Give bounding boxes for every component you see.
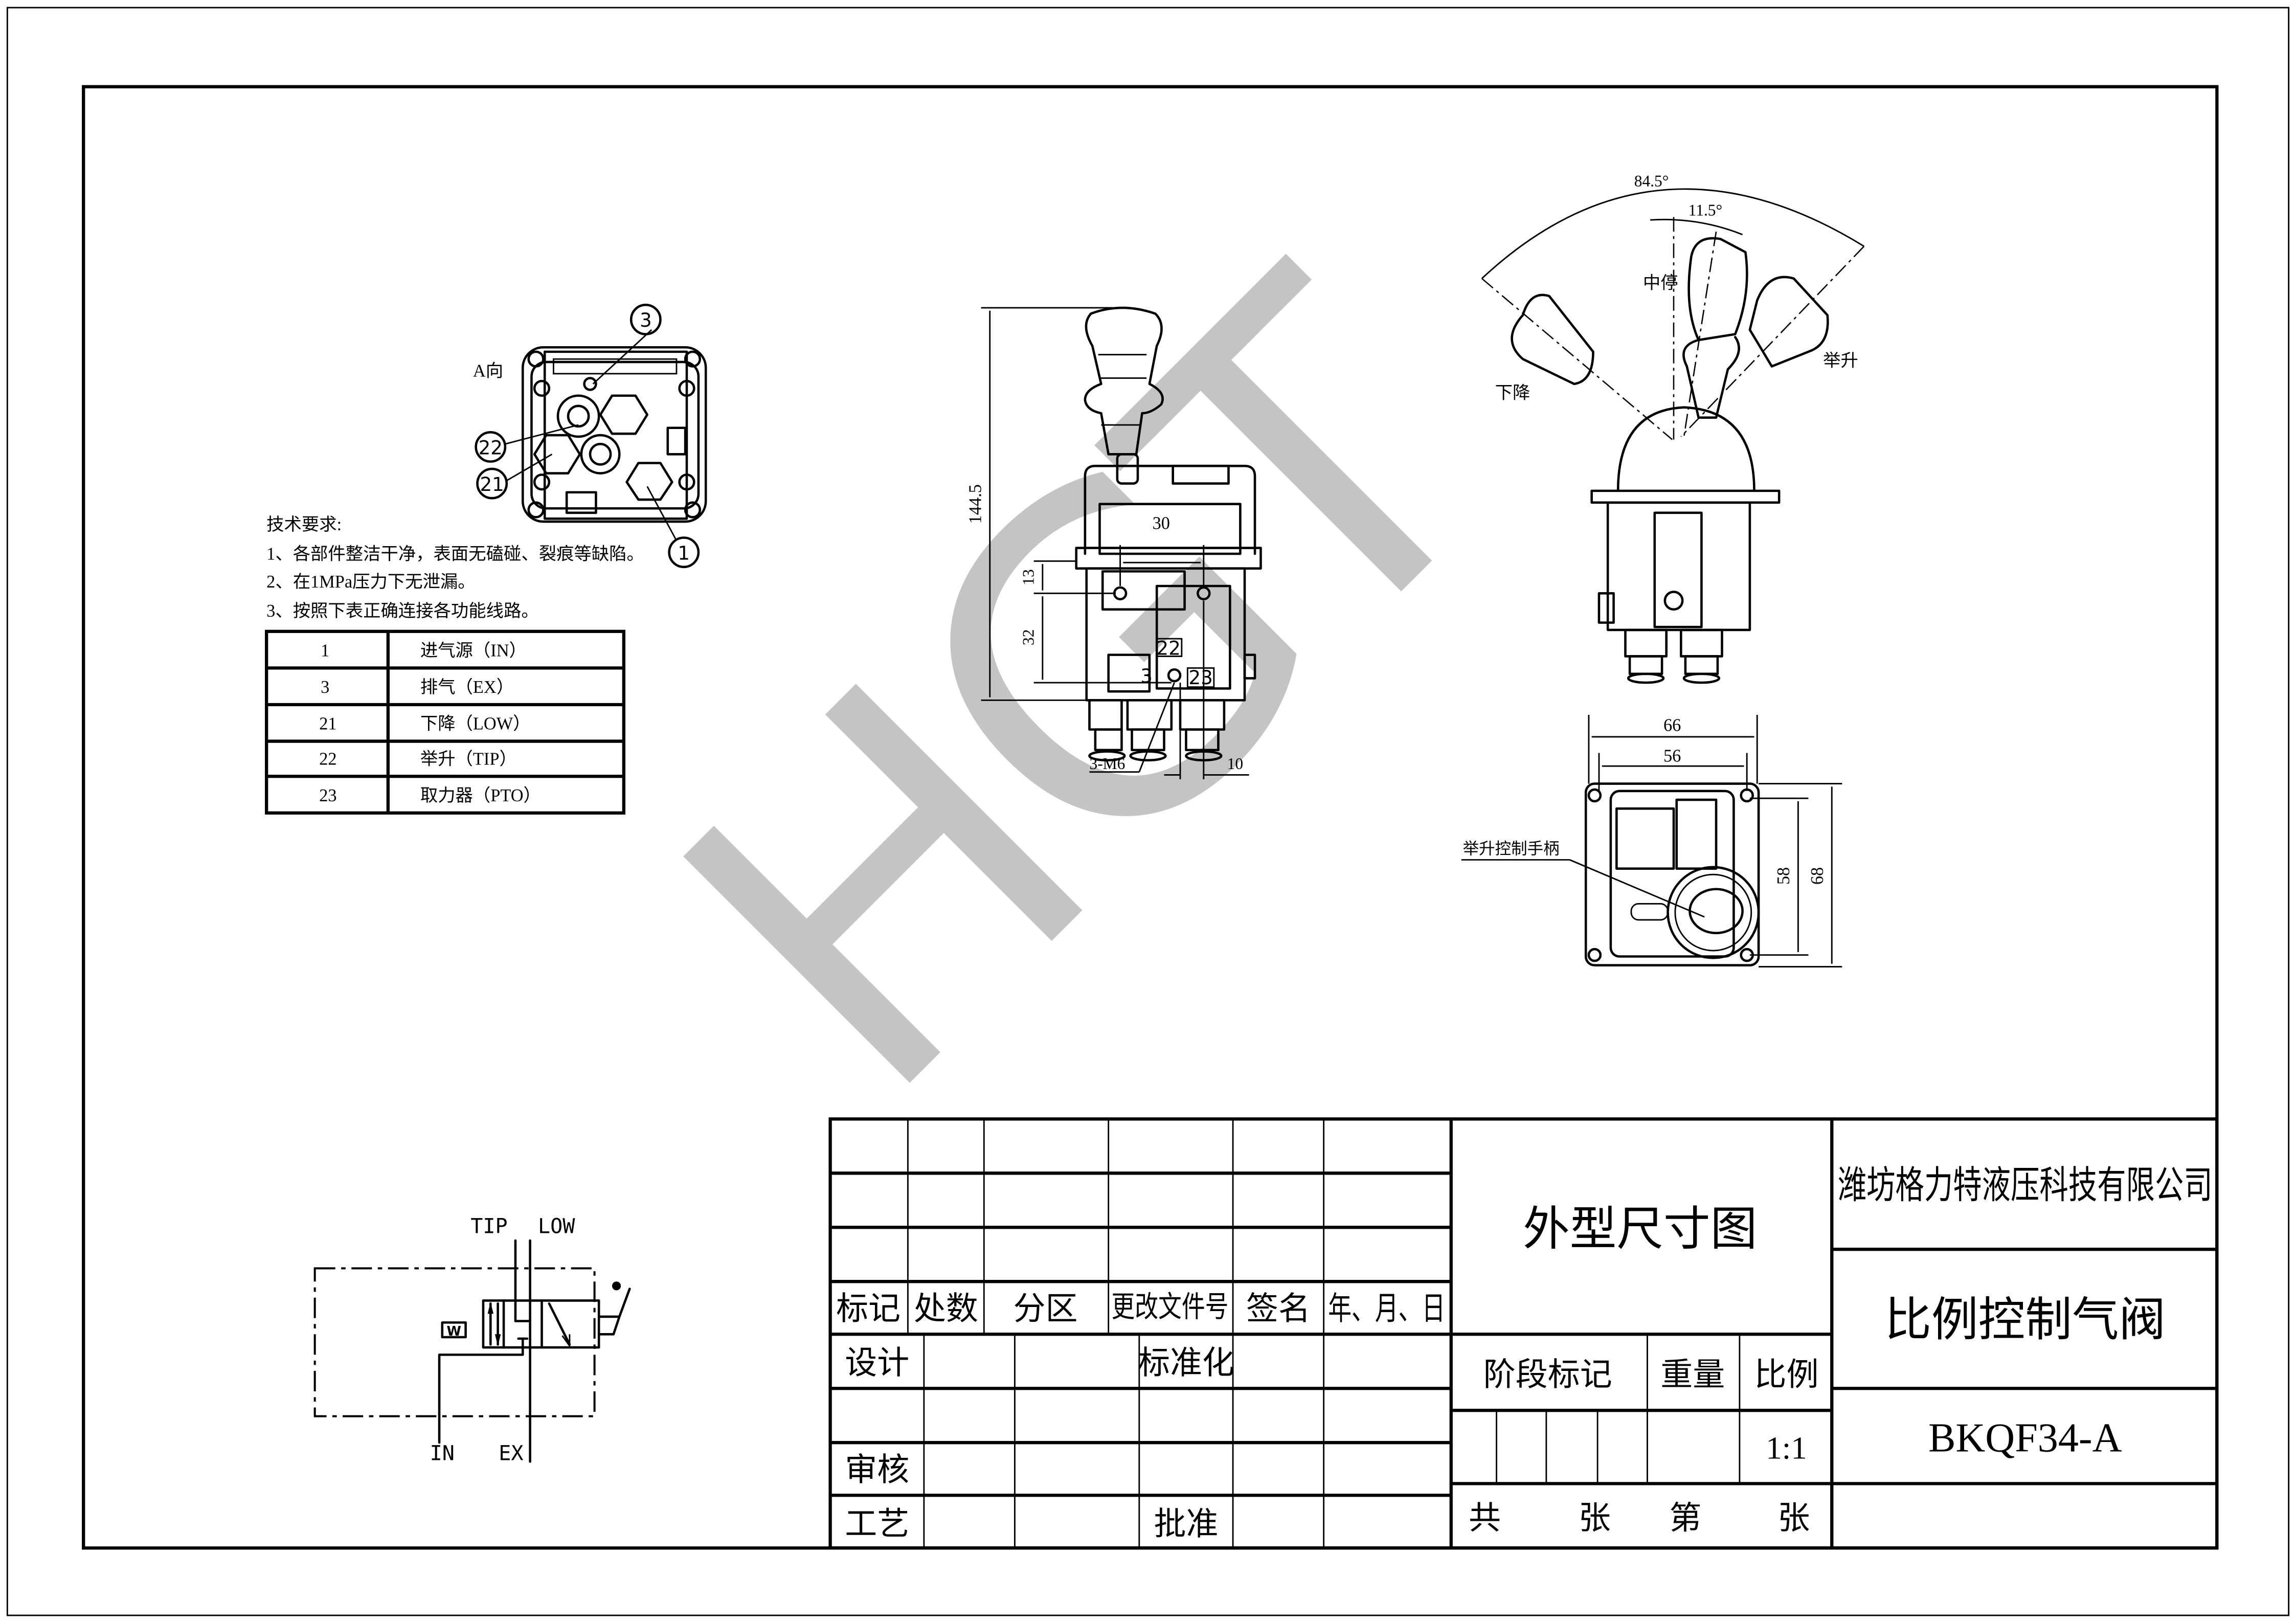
pneumatic-schematic: W TIP LOW IN EX xyxy=(313,1215,631,1466)
drawing-title: 外型尺寸图 xyxy=(1523,1203,1757,1255)
stage-mark-label: 阶段标记 xyxy=(1483,1357,1612,1393)
balloon-1: 1 xyxy=(668,536,700,569)
requirement-1: 1、各部件整洁干净，表面无磕碰、裂痕等缺陷。 xyxy=(266,544,644,563)
product-name: 比例控制气阀 xyxy=(1884,1294,2166,1346)
requirement-2: 2、在1MPa压力下无泄漏。 xyxy=(266,572,476,592)
svg-text:3: 3 xyxy=(640,309,652,331)
port-in: IN xyxy=(430,1442,455,1466)
port-23-label: 23 xyxy=(1188,666,1212,689)
svg-text:23: 23 xyxy=(319,786,336,805)
table-row: 22 举升（TIP） xyxy=(319,749,517,769)
svg-text:21: 21 xyxy=(319,714,336,734)
total-label: 共 xyxy=(1469,1500,1501,1536)
requirements-title: 技术要求: xyxy=(266,515,342,534)
port-3-label: 3 xyxy=(1140,665,1153,687)
angle-neutral: 11.5° xyxy=(1689,201,1723,219)
svg-text:取力器（PTO）: 取力器（PTO） xyxy=(420,786,541,805)
svg-text:21: 21 xyxy=(480,473,504,495)
sheets-label-1: 张 xyxy=(1579,1500,1611,1536)
dim-10: 10 xyxy=(1227,755,1243,773)
watermark: HGT xyxy=(591,189,1589,1187)
table-row: 23 取力器（PTO） xyxy=(319,786,541,805)
requirement-3: 3、按照下表正确连接各功能线路。 xyxy=(266,601,539,621)
dim-30: 30 xyxy=(1153,513,1170,533)
company-name: 潍坊格力特液压科技有限公司 xyxy=(1838,1165,2213,1207)
header-date: 年、月、日 xyxy=(1328,1291,1445,1327)
svg-text:22: 22 xyxy=(479,436,503,459)
process-label: 工艺 xyxy=(845,1506,909,1542)
header-signature: 签名 xyxy=(1246,1291,1311,1327)
dim-56: 56 xyxy=(1663,747,1681,766)
title-block: 标记 处数 分区 更改文件号 签名 年、月、日 设计 标准化 审核 工艺 批准 … xyxy=(828,1117,2219,1550)
dim-58: 58 xyxy=(1774,867,1793,885)
technical-requirements: 技术要求: 1、各部件整洁干净，表面无磕碰、裂痕等缺陷。 2、在1MPa压力下无… xyxy=(266,515,644,621)
side-view-drawing: 84.5° 11.5° 中停 下降 举升 xyxy=(1481,172,1865,684)
header-zone: 分区 xyxy=(1014,1291,1078,1327)
port-22-label: 22 xyxy=(1156,637,1180,660)
design-label: 设计 xyxy=(845,1345,909,1381)
header-mark: 标记 xyxy=(836,1291,901,1327)
svg-text:HGT: HGT xyxy=(591,189,1589,1187)
balloon-3: 3 xyxy=(629,303,662,335)
review-label: 审核 xyxy=(845,1452,909,1488)
dim-68: 68 xyxy=(1808,867,1827,885)
dim-height: 144.5 xyxy=(966,484,985,524)
header-change-doc: 更改文件号 xyxy=(1111,1291,1228,1323)
port-low: LOW xyxy=(538,1215,575,1238)
neutral-label: 中停 xyxy=(1643,274,1678,293)
lower-label: 下降 xyxy=(1495,383,1530,402)
angle-total: 84.5° xyxy=(1634,172,1669,190)
header-count: 处数 xyxy=(914,1291,978,1327)
front-view-drawing: 144.5 30 13 32 22 3 23 3-M6 10 xyxy=(966,306,1262,780)
port-ex: EX xyxy=(499,1442,523,1466)
port-table: 1 进气源（IN） 3 排气（EX） 21 下降（LOW） 22 举升（TIP） 23 取… xyxy=(265,629,626,815)
balloon-21: 21 xyxy=(476,467,508,500)
dim-32: 32 xyxy=(1020,629,1038,645)
view-a-drawing: A向 3 22 21 1 xyxy=(473,303,707,569)
svg-text:22: 22 xyxy=(319,749,336,769)
balloon-22: 22 xyxy=(475,431,507,463)
scale-label: 比例 xyxy=(1754,1357,1819,1393)
view-a-label: A向 xyxy=(473,362,503,381)
bottom-view-drawing: 66 56 58 68 举升控制手柄 xyxy=(1461,715,1842,967)
svg-text:下降（LOW）: 下降（LOW） xyxy=(420,714,531,734)
approve-label: 批准 xyxy=(1154,1506,1218,1542)
model-number: BKQF34-A xyxy=(1928,1415,2122,1460)
svg-text:1: 1 xyxy=(678,542,690,564)
outer-border xyxy=(6,7,2290,1616)
sheet-no-label: 第 xyxy=(1669,1500,1701,1536)
table-row: 3 排气（EX） xyxy=(321,678,514,697)
handle-label: 举升控制手柄 xyxy=(1463,840,1560,858)
standardization-label: 标准化 xyxy=(1138,1345,1234,1381)
thread-label: 3-M6 xyxy=(1089,755,1125,773)
port-tip: TIP xyxy=(470,1215,507,1238)
sheets-label-2: 张 xyxy=(1777,1500,1810,1536)
dim-13: 13 xyxy=(1020,569,1038,585)
table-row: 21 下降（LOW） xyxy=(319,714,530,734)
weight-label: 重量 xyxy=(1660,1357,1725,1393)
lift-label: 举升 xyxy=(1823,351,1858,370)
svg-text:进气源（IN）: 进气源（IN） xyxy=(420,641,527,660)
svg-text:1: 1 xyxy=(321,641,329,660)
spring-symbol: W xyxy=(446,1324,461,1339)
svg-text:排气（EX）: 排气（EX） xyxy=(420,678,514,697)
table-row: 1 进气源（IN） xyxy=(321,641,527,660)
scale-value: 1:1 xyxy=(1766,1430,1807,1466)
dim-66: 66 xyxy=(1663,716,1681,735)
svg-text:3: 3 xyxy=(321,678,329,697)
svg-text:举升（TIP）: 举升（TIP） xyxy=(420,749,517,769)
